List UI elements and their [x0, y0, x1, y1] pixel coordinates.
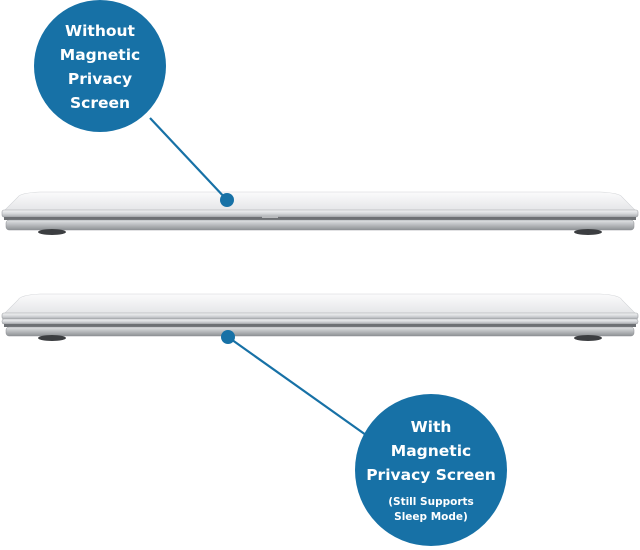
- laptop-foot-left: [38, 335, 66, 341]
- laptop-lid-top-surface: [3, 293, 637, 315]
- callout-text-line: Privacy: [67, 70, 133, 88]
- callout-text-line: With: [410, 418, 452, 436]
- callout-leader-line-top: [149, 117, 228, 201]
- privacy-screen-layer: [1, 312, 639, 320]
- laptop-seam: [4, 324, 636, 327]
- sleep-mode-note: (Still Supports Sleep Mode): [388, 491, 474, 525]
- laptop-foot-left: [38, 229, 66, 235]
- with-privacy-screen-callout: With Magnetic Privacy Screen (Still Supp…: [355, 394, 507, 546]
- callout-note-line: (Still Supports: [388, 496, 474, 508]
- laptop-lid-edge: [1, 209, 639, 218]
- callout-text-line: Magnetic: [59, 46, 141, 64]
- callout-dot-bottom: [221, 330, 235, 344]
- laptop-foot-right: [574, 335, 602, 341]
- without-privacy-screen-callout: Without Magnetic Privacy Screen: [34, 0, 166, 132]
- callout-note-line: Sleep Mode): [394, 511, 468, 523]
- callout-leader-line-bottom: [227, 336, 367, 436]
- laptop-without-screen: [1, 191, 639, 235]
- callout-text-line: Screen: [69, 94, 131, 112]
- laptop-seam: [4, 217, 636, 220]
- laptop-foot-right: [574, 229, 602, 235]
- laptop-notch: [262, 216, 278, 218]
- laptop-lid-top-surface: [3, 191, 637, 212]
- laptop-lid-edge: [1, 318, 639, 325]
- callout-dot-top: [220, 193, 234, 207]
- laptop-base: [5, 219, 635, 231]
- callout-text-line: Magnetic: [390, 442, 472, 460]
- laptop-base: [5, 326, 635, 337]
- laptop-with-screen: [1, 293, 639, 341]
- callout-text-line: Privacy Screen: [366, 466, 496, 484]
- callout-text-line: Without: [65, 22, 135, 40]
